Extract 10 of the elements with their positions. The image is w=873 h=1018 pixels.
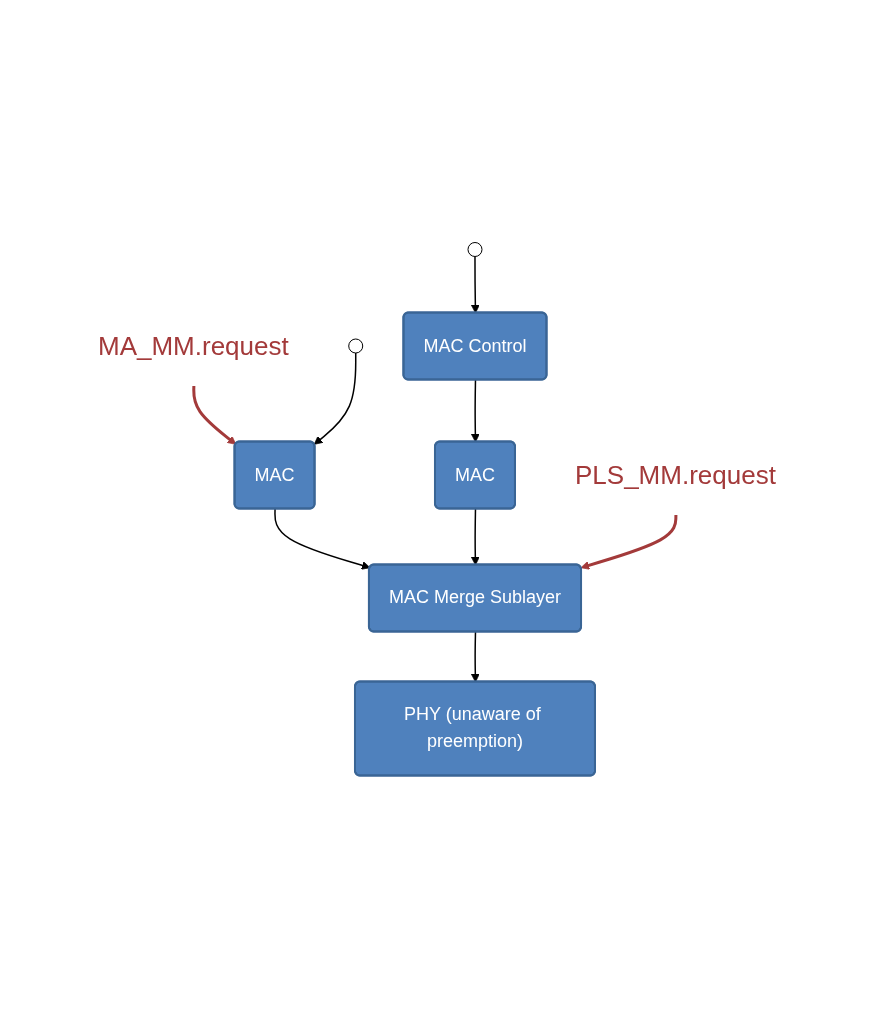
node-text: PLS_MM.request	[574, 459, 776, 490]
node-text: MA_MM.request	[97, 330, 289, 361]
arrow	[273, 508, 370, 570]
arrow	[470, 508, 480, 566]
arrow	[191, 385, 236, 445]
arrow	[313, 352, 357, 445]
arrow	[470, 379, 480, 443]
arrow	[580, 514, 677, 570]
arrow	[470, 255, 480, 314]
arrow	[470, 631, 480, 683]
